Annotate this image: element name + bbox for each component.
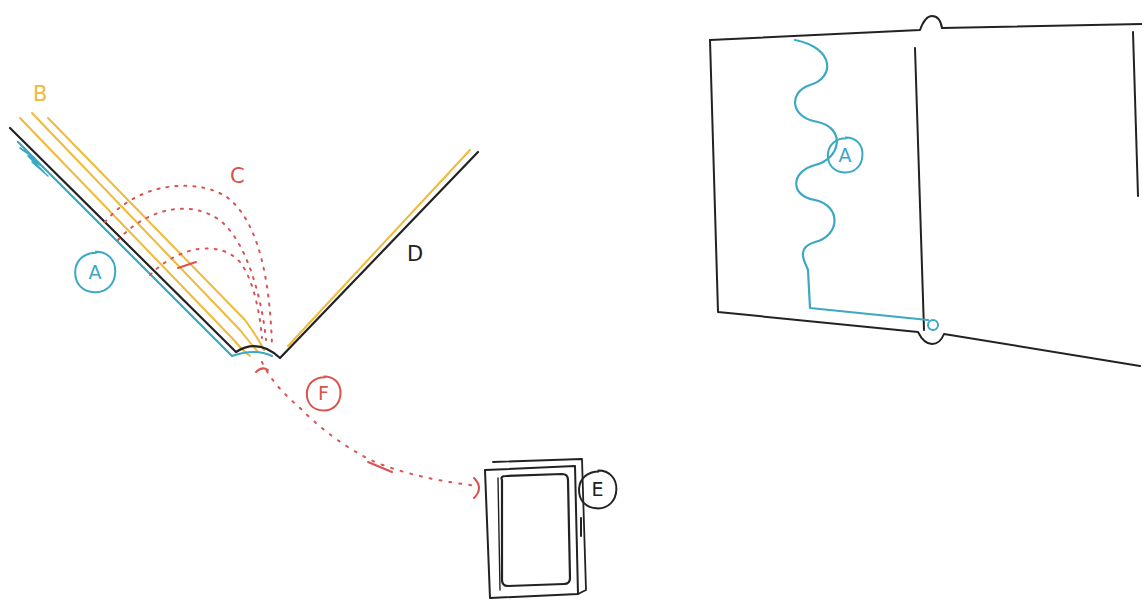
circled-letter: F: [305, 375, 342, 412]
book-edge: [1133, 32, 1138, 196]
cover-line: [18, 142, 272, 356]
circle-stroke: [579, 471, 616, 509]
page-edge: [20, 118, 250, 356]
tablet-body: [485, 466, 578, 598]
wave-line: [795, 40, 928, 320]
circled-letter: E: [577, 469, 618, 510]
circle-stroke: [828, 138, 863, 173]
tablet-button: [580, 518, 582, 536]
signal-path: [262, 362, 478, 486]
circled-letter: A: [73, 250, 117, 294]
circled-letter: A: [826, 136, 864, 174]
page-edge: [288, 150, 470, 346]
motion-arc: [118, 209, 266, 340]
callout-letter: A: [89, 263, 102, 282]
part-letter: C: [230, 166, 245, 187]
tablet-screen: [502, 474, 571, 586]
book-cover: [10, 128, 478, 358]
circle-stroke: [307, 376, 341, 410]
dash: [368, 462, 392, 472]
callout-letter: A: [839, 146, 852, 165]
callout-letter: F: [318, 384, 329, 403]
dash: [256, 368, 268, 372]
tablet-edge: [498, 478, 500, 590]
scribble: [20, 148, 48, 176]
callout-letter: E: [591, 480, 603, 499]
book-top: [710, 16, 1142, 40]
book-spine: [915, 48, 924, 330]
page-edge: [48, 118, 264, 350]
dash: [474, 478, 479, 498]
page-edge: [32, 113, 258, 352]
tablet-edge: [493, 459, 586, 594]
book-outline: [710, 40, 1140, 366]
part-letter: B: [33, 84, 47, 105]
circle-stroke: [75, 252, 115, 293]
wave-end: [928, 320, 938, 330]
part-letter: D: [407, 244, 423, 265]
motion-arc: [150, 248, 262, 338]
motion-arc: [105, 186, 272, 345]
dash: [178, 262, 196, 268]
